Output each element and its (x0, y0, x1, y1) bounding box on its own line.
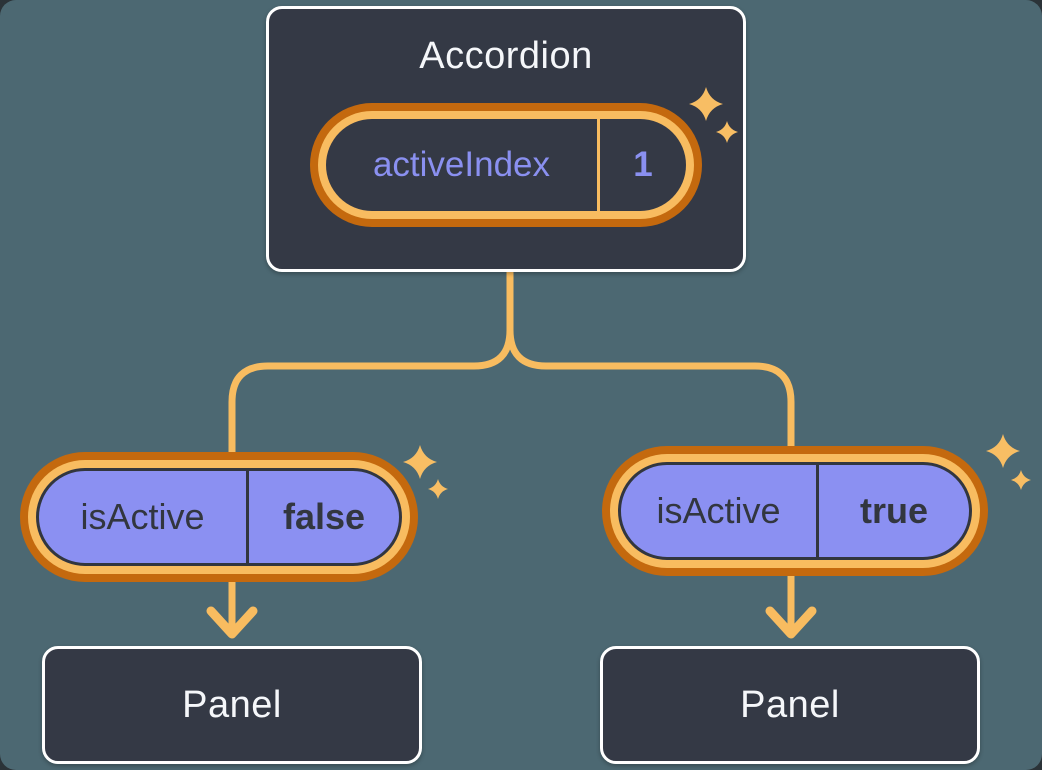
panel-title: Panel (182, 683, 282, 726)
state-value-label: 1 (633, 145, 653, 184)
accordion-title: Accordion (419, 35, 593, 77)
state-pill: activeIndex 1 (310, 103, 702, 227)
tree-branch-left (228, 272, 514, 465)
prop-pill-inner-ring: isActive false (28, 460, 410, 574)
prop-pill-body: isActive false (36, 468, 402, 566)
prop-pill-right: isActive true (602, 446, 988, 576)
panel-node-left: Panel (42, 646, 422, 764)
pill-divider (246, 471, 249, 563)
state-name-label: activeIndex (372, 145, 551, 184)
prop-pill-body: isActive true (618, 462, 972, 560)
state-pill-inner-ring: activeIndex 1 (318, 111, 694, 219)
sparkle-icon (986, 434, 1031, 490)
state-pill-body: activeIndex 1 (326, 119, 686, 211)
prop-name-label: isActive (80, 496, 205, 537)
arrow-down-icon (206, 578, 258, 639)
prop-value-label: false (282, 496, 366, 537)
prop-pill-left: isActive false (20, 452, 418, 582)
prop-pill-inner-ring: isActive true (610, 454, 980, 568)
prop-value-label: true (859, 490, 928, 531)
arrow-down-icon (765, 572, 817, 639)
prop-name-label: isActive (656, 490, 781, 531)
tree-branch-right (506, 272, 795, 460)
pill-divider (816, 465, 819, 557)
panel-title: Panel (740, 683, 840, 726)
pill-divider (597, 119, 600, 211)
panel-node-right: Panel (600, 646, 980, 764)
